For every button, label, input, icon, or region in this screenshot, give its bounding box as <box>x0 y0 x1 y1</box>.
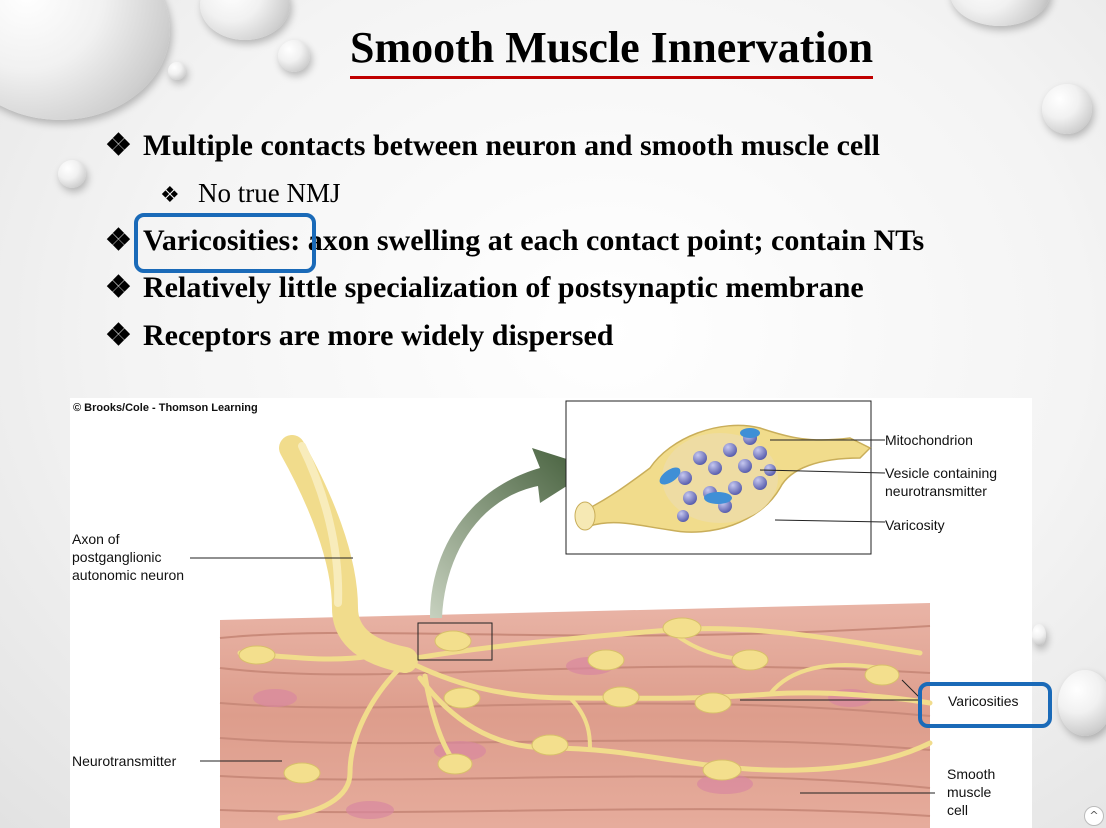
droplet-decoration <box>168 62 186 80</box>
varicosities-leader-line <box>901 679 921 699</box>
droplet-decoration <box>278 40 310 72</box>
diagram-figure: © Brooks/Cole - Thomson Learning Axon of… <box>70 398 1032 828</box>
bullet-item: ❖ Varicosities: axon swelling at each con… <box>105 223 924 258</box>
sub-bullet-item: ❖ No true NMJ <box>160 178 341 209</box>
bullet-icon: ❖ <box>105 271 132 304</box>
scroll-up-icon[interactable]: ^ <box>1084 806 1104 826</box>
bullet-item: ❖ Receptors are more widely dispersed <box>105 318 613 353</box>
droplet-decoration <box>0 0 170 120</box>
label-smooth-muscle-cell: Smooth muscle cell <box>947 766 996 818</box>
bullet-item: ❖ Multiple contacts between neuron and sm… <box>105 128 880 163</box>
bullet-icon: ❖ <box>105 319 132 352</box>
bullet-text: Receptors are more widely dispersed <box>143 319 614 352</box>
droplet-decoration <box>1032 624 1046 646</box>
label-neurotransmitter: Neurotransmitter <box>72 753 177 769</box>
bullet-text: Relatively little specialization of post… <box>143 271 864 304</box>
innervation-diagram <box>190 400 935 828</box>
varicosity-inset <box>565 400 886 555</box>
slide-title: Smooth Muscle Innervation <box>350 22 874 79</box>
droplet-decoration <box>1058 670 1106 736</box>
droplet-decoration <box>950 0 1050 26</box>
label-vesicle: Vesicle containing neurotransmitter <box>885 465 998 499</box>
label-varicosities: Varicosities <box>948 693 1019 709</box>
varicosities-group <box>238 617 900 784</box>
bullet-icon: ❖ <box>160 182 180 207</box>
zoom-region-box <box>417 622 493 661</box>
bullet-icon: ❖ <box>105 224 132 257</box>
magnify-arrow <box>430 448 595 618</box>
bullet-highlight-term: Varicosities <box>143 224 291 257</box>
figure-copyright: © Brooks/Cole - Thomson Learning <box>73 402 258 414</box>
droplet-decoration <box>1042 84 1092 134</box>
bullet-text: : axon swelling at each contact point; c… <box>290 224 925 257</box>
highlight-box-varicosities-label <box>918 682 1052 728</box>
highlight-box-varicosities-term <box>134 213 316 273</box>
droplet-decoration <box>58 160 86 188</box>
droplet-decoration <box>200 0 290 40</box>
bullet-text: No true NMJ <box>198 178 341 208</box>
bullet-item: ❖ Relatively little specialization of pos… <box>105 270 864 305</box>
bullet-text: Multiple contacts between neuron and smo… <box>143 129 880 162</box>
label-mitochondrion: Mitochondrion <box>885 432 973 448</box>
postganglionic-axon <box>237 435 933 821</box>
label-axon: Axon of postganglionic autonomic neuron <box>72 531 185 583</box>
label-varicosity: Varicosity <box>885 517 945 533</box>
bullet-icon: ❖ <box>105 129 132 162</box>
